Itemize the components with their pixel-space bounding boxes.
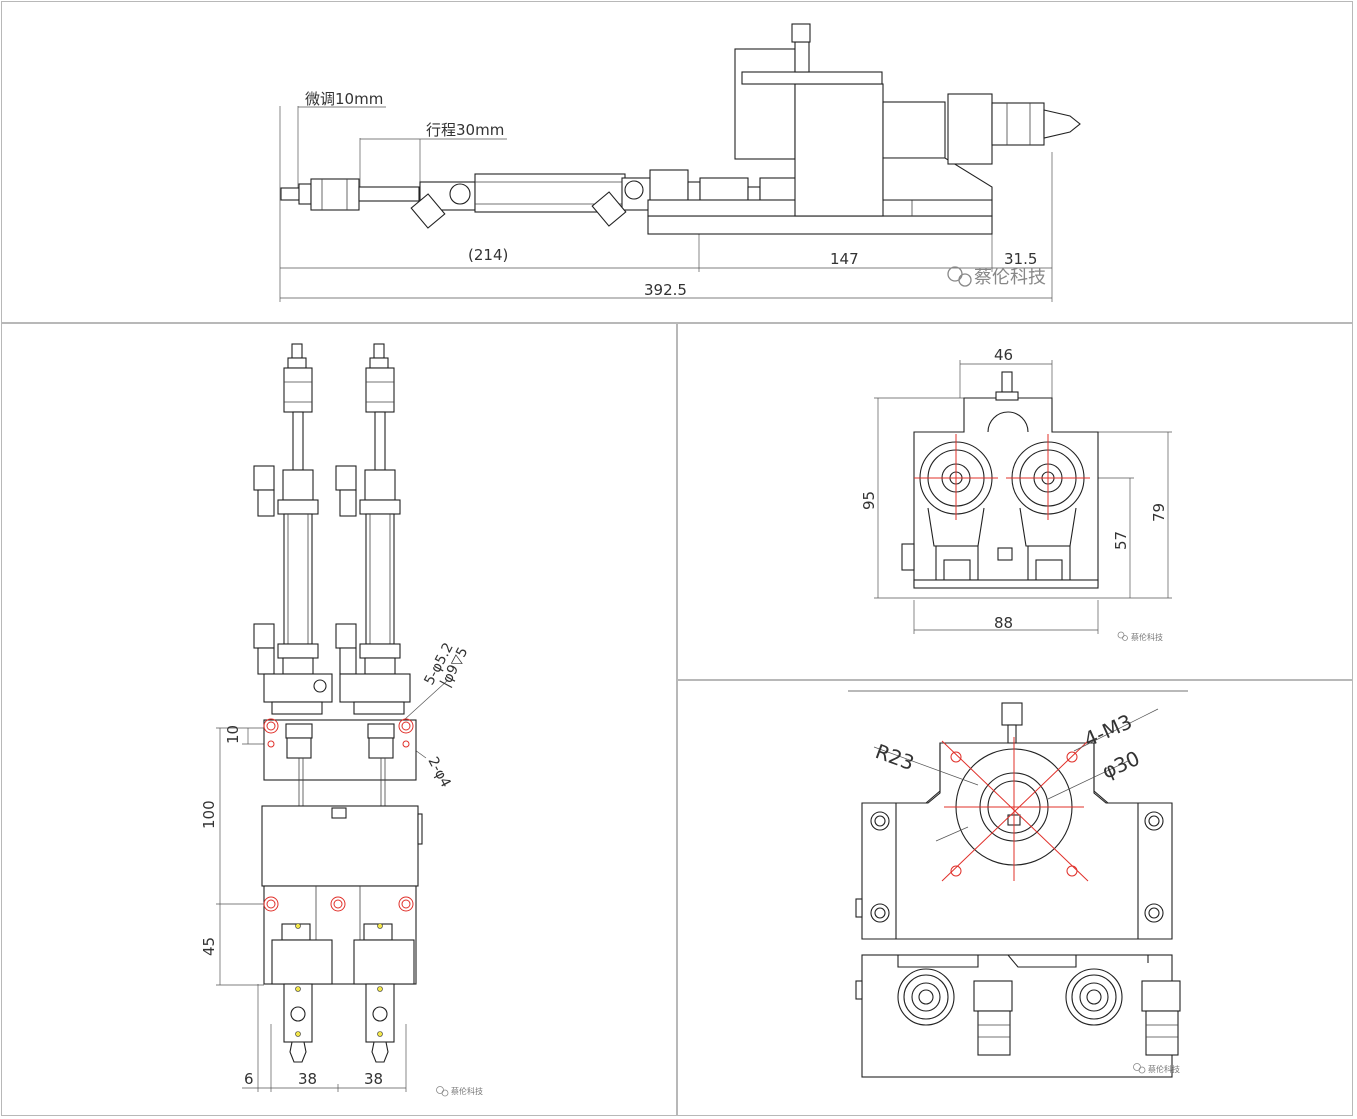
- rear-view-drawing: R23 4-M3 φ30 蔡伦科技: [848, 690, 1188, 1078]
- dim-79: 79: [1150, 503, 1168, 522]
- dim-45: 45: [200, 937, 218, 956]
- watermark: 蔡伦科技: [1131, 632, 1163, 642]
- dim-phi30: φ30: [1098, 746, 1143, 784]
- dim-392-5: 392.5: [644, 281, 687, 299]
- wechat-logo-icon: [1133, 1063, 1146, 1074]
- dim-r23: R23: [872, 739, 917, 775]
- dim-10: 10: [224, 725, 242, 744]
- wechat-logo-icon: [436, 1086, 449, 1097]
- dim-147: 147: [830, 250, 859, 268]
- front-view-panel: 5-φ5.2 |φ9▽5 2-φ4 10 100 45 6 38 38 蔡伦科技: [1, 323, 677, 1116]
- fine-adjust-label: 微调10mm: [305, 90, 383, 108]
- dim-6: 6: [244, 1070, 254, 1088]
- dim-57: 57: [1112, 531, 1130, 550]
- watermark: 蔡伦科技: [974, 267, 1046, 288]
- dim-31-5: 31.5: [1004, 250, 1037, 268]
- front-view-drawing: 5-φ5.2 |φ9▽5 2-φ4 10 100 45 6 38 38 蔡伦科技: [200, 343, 483, 1097]
- dim-pin: 2-φ4: [424, 754, 453, 790]
- stroke-label: 行程30mm: [426, 121, 504, 139]
- watermark: 蔡伦科技: [1148, 1064, 1180, 1074]
- dim-95: 95: [860, 491, 878, 510]
- dim-m3: 4-M3: [1080, 709, 1135, 751]
- dim-38-b: 38: [364, 1070, 383, 1088]
- dim-214: (214): [468, 246, 508, 264]
- wechat-logo-icon: [947, 266, 972, 287]
- rear-view-panel: R23 4-M3 φ30 蔡伦科技: [677, 680, 1353, 1116]
- top-view-panel: 微调10mm 行程30mm (214) 147 31.5 392.5 蔡伦科技: [1, 1, 1353, 323]
- side-view-drawing: 46 95 57 79 88 蔡伦科技: [860, 346, 1172, 642]
- dim-38-a: 38: [298, 1070, 317, 1088]
- watermark: 蔡伦科技: [451, 1086, 483, 1096]
- wechat-logo-icon: [1117, 631, 1128, 641]
- top-view-drawing: 微调10mm 行程30mm (214) 147 31.5 392.5 蔡伦科技: [279, 23, 1081, 302]
- dim-46: 46: [994, 346, 1013, 364]
- side-view-panel: 46 95 57 79 88 蔡伦科技: [677, 323, 1353, 680]
- dim-88: 88: [994, 614, 1013, 632]
- dim-100: 100: [200, 800, 218, 829]
